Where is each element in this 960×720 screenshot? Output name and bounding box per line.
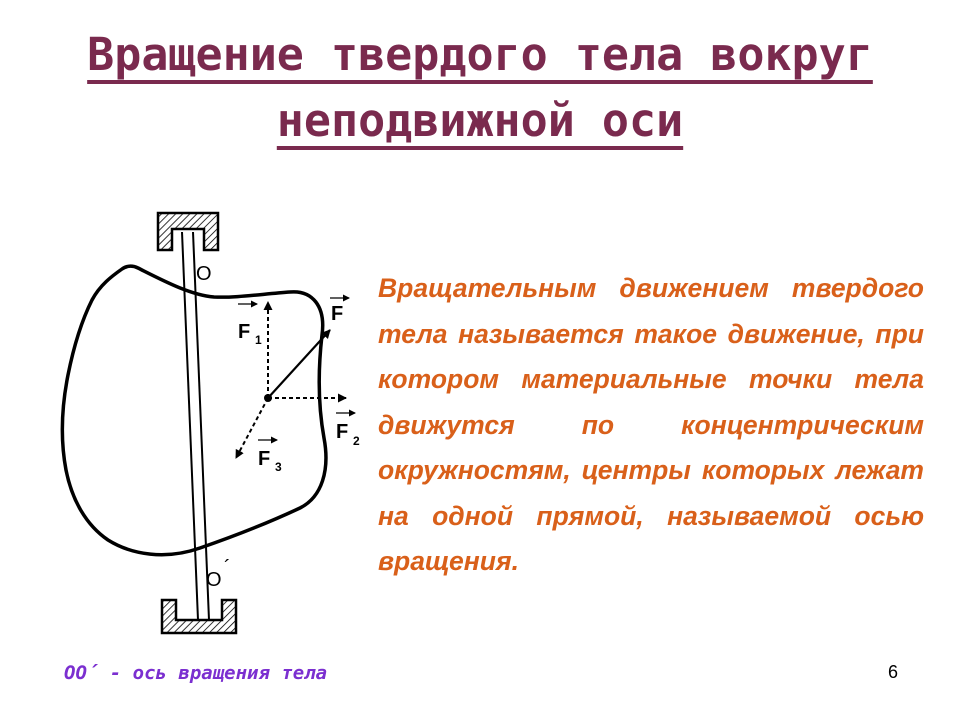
force-f-line [267, 329, 331, 399]
point-o-prime-label: O [206, 569, 222, 591]
page-number: 6 [888, 662, 899, 682]
title-line-2: неподвижной оси [276, 94, 684, 147]
force-f2-subscript: 2 [353, 434, 360, 448]
force-f3-label: F [258, 448, 270, 470]
force-f1-label: F [238, 321, 250, 343]
rotation-axis-left [181, 231, 199, 621]
slide-title: Вращение твердого тела вокруг неподвижно… [0, 22, 960, 154]
bottom-bearing-icon [160, 598, 238, 635]
definition-text: Вращательным движением твердого тела наз… [378, 273, 924, 576]
rotation-axis-right [192, 231, 210, 621]
rigid-body-outline [60, 264, 328, 557]
force-f1-subscript: 1 [255, 333, 262, 347]
axis-caption: OO´ - ось вращения тела [64, 662, 328, 684]
force-f3-line [235, 397, 269, 459]
force-f-label: F [331, 303, 343, 325]
force-f3-subscript: 3 [275, 460, 282, 474]
point-o-prime-mark: ´ [224, 557, 231, 579]
top-bearing-icon [156, 211, 220, 252]
point-o-label: O [196, 263, 212, 285]
force-f2-label: F [336, 421, 348, 443]
title-line-1: Вращение твердого тела вокруг [87, 28, 873, 81]
application-point [264, 394, 272, 402]
